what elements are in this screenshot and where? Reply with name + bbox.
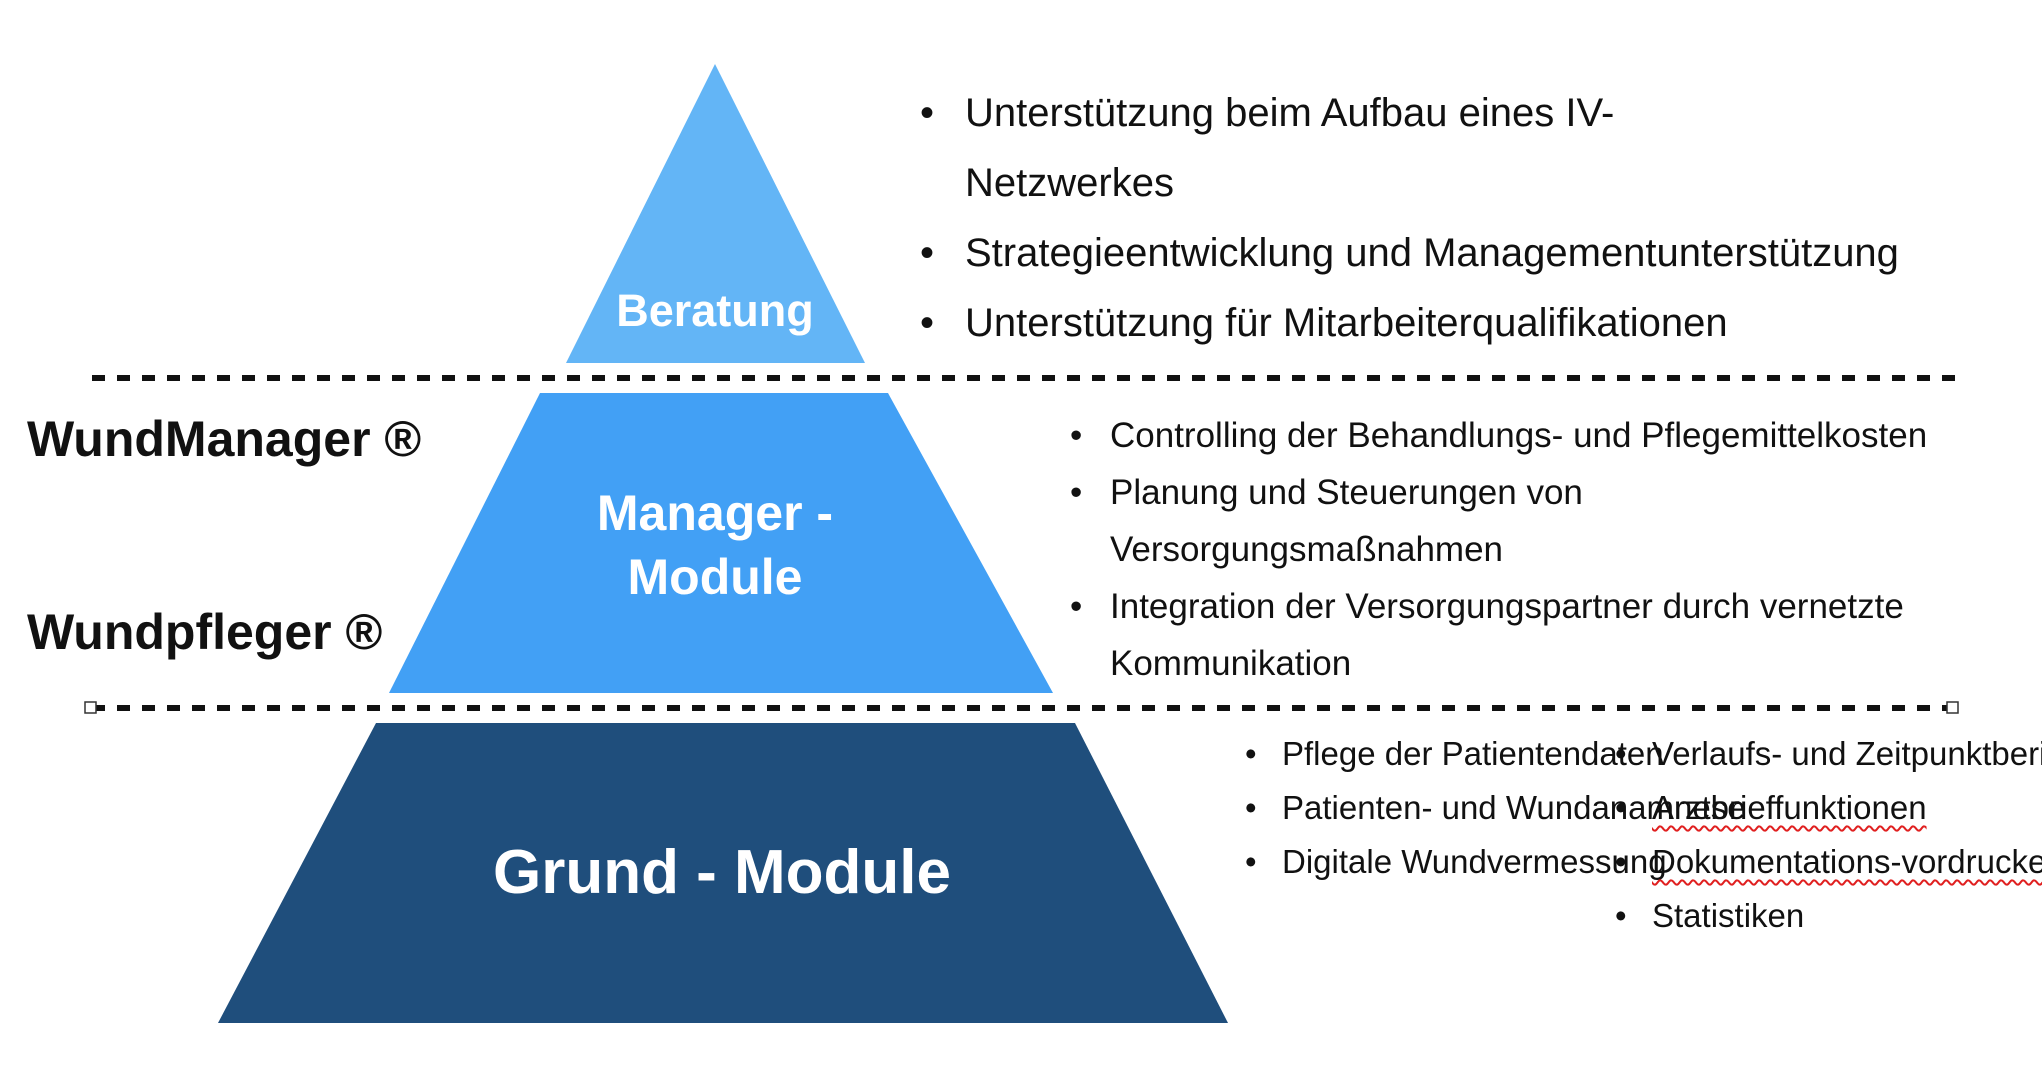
list-item: Integration der Versorgungspartner durch…: [1070, 578, 2010, 692]
tier-label-beratung: Beratung: [616, 285, 814, 336]
list-item: Dokumentations-vordrucke: [1615, 841, 2042, 883]
tier-label-manager-line2: Module: [628, 549, 803, 605]
grund-bullet-list-right: Verlaufs- und Zeitpunktberichte Arztbrie…: [1615, 733, 2042, 949]
list-item: Unterstützung für Mitarbeiterqualifikati…: [920, 288, 1899, 358]
list-item: Arztbrieffunktionen: [1615, 787, 1985, 829]
list-item: Controlling der Behandlungs- und Pflegem…: [1070, 407, 2010, 464]
pyramid-tier-manager: [389, 393, 1053, 693]
list-item: Strategieentwicklung und Managementunter…: [920, 218, 1899, 288]
list-item: Planung und Steuerungen von Versorgungsm…: [1070, 464, 1630, 578]
brand-wundmanager: WundManager ®: [27, 411, 422, 467]
manager-bullet-list: Controlling der Behandlungs- und Pflegem…: [1070, 407, 2010, 692]
list-item: Pflege der Patientendaten: [1245, 733, 1664, 775]
tier-label-manager-line1: Manager -: [597, 485, 833, 541]
grund-bullet-list-left: Pflege der Patientendaten Patienten- und…: [1245, 733, 1746, 895]
beratung-bullet-list: Unterstützung beim Aufbau eines IV-Netzw…: [920, 78, 1899, 358]
tier-label-grund: Grund - Module: [493, 838, 951, 907]
list-item: Digitale Wundvermessung: [1245, 841, 1667, 883]
selection-handle-left[interactable]: [84, 701, 97, 714]
list-item: Unterstützung beim Aufbau eines IV-Netzw…: [920, 78, 1705, 218]
brand-wundpfleger: Wundpfleger ®: [27, 604, 383, 660]
pyramid-tier-grund: [218, 723, 1228, 1023]
pyramid-tier-beratung: [566, 64, 865, 363]
list-item: Statistiken: [1615, 895, 1985, 937]
list-item: Verlaufs- und Zeitpunktberichte: [1615, 733, 2042, 775]
list-item: Patienten- und Wundanamnese: [1245, 787, 1746, 829]
selection-handle-right[interactable]: [1946, 701, 1959, 714]
